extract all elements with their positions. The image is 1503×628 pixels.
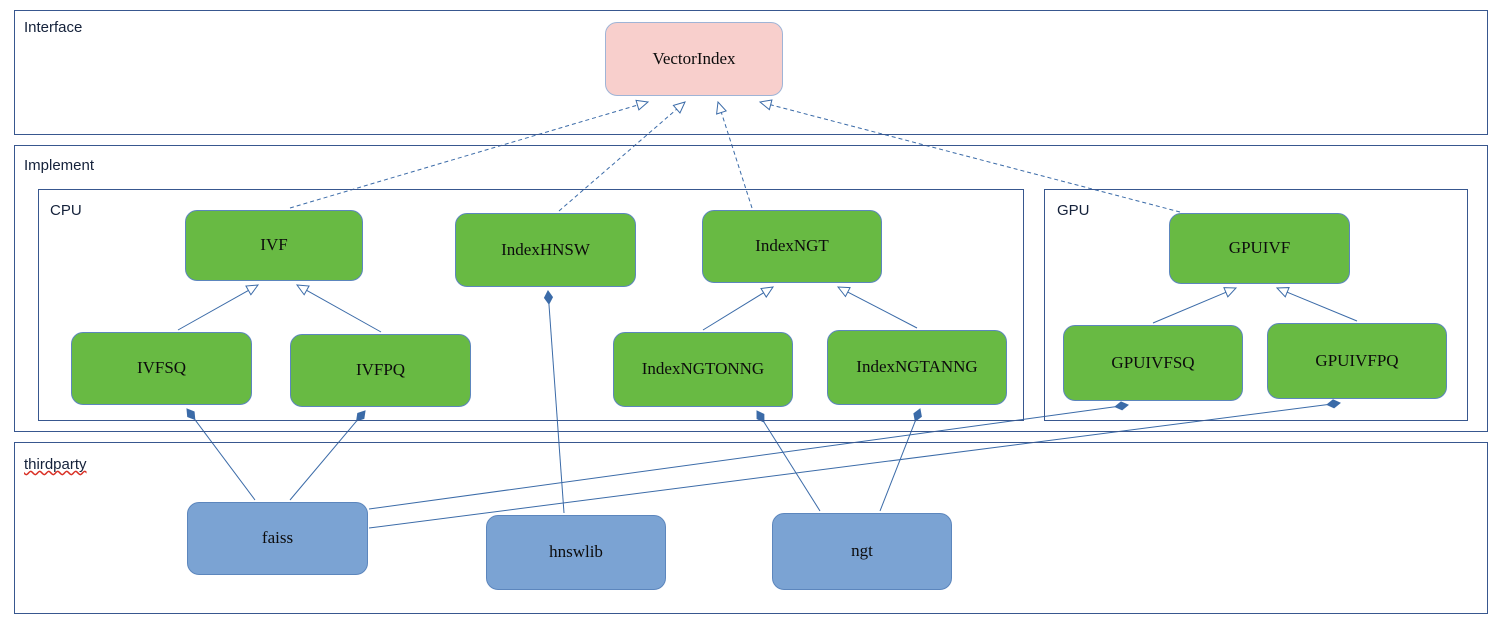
group-label-interface: Interface (24, 19, 83, 36)
node-label: hnswlib (549, 542, 603, 562)
node-ngt[interactable]: ngt (772, 513, 952, 590)
group-interface (14, 10, 1488, 135)
node-label: IndexNGTONNG (641, 359, 765, 379)
node-label: GPUIVFPQ (1315, 350, 1399, 370)
node-gpuivfsq[interactable]: GPUIVFSQ (1063, 325, 1243, 401)
node-label: VectorIndex (652, 48, 736, 68)
node-ivfpq[interactable]: IVFPQ (290, 334, 471, 407)
node-label: IVF (260, 235, 288, 255)
node-gpuivfpq[interactable]: GPUIVFPQ (1267, 323, 1447, 399)
node-label: GPUIVF (1228, 238, 1291, 258)
node-ivfsq[interactable]: IVFSQ (71, 332, 252, 405)
node-label: IndexNGT (755, 236, 829, 256)
node-indexhnsw[interactable]: IndexHNSW (455, 213, 636, 287)
node-label: IVFSQ (136, 358, 187, 378)
node-label: IndexNGTANNG (856, 357, 978, 377)
node-faiss[interactable]: faiss (187, 502, 368, 575)
group-cpu (38, 189, 1024, 421)
node-label: IVFPQ (355, 360, 406, 380)
group-implement (14, 145, 1488, 432)
node-label: faiss (261, 528, 294, 548)
node-hnswlib[interactable]: hnswlib (486, 515, 666, 590)
group-label-implement: Implement (24, 157, 95, 174)
node-label: GPUIVFSQ (1111, 352, 1195, 372)
node-label: ngt (851, 541, 873, 561)
node-vectorindex[interactable]: VectorIndex (605, 22, 783, 96)
group-label-gpu: GPU (1057, 202, 1090, 219)
group-label-cpu: CPU (50, 202, 82, 219)
node-indexngtonng[interactable]: IndexNGTONNG (613, 332, 793, 407)
node-indexngt[interactable]: IndexNGT (702, 210, 882, 283)
node-label: IndexHNSW (501, 239, 590, 259)
group-thirdparty (14, 442, 1488, 614)
node-ivf[interactable]: IVF (185, 210, 363, 281)
node-indexngtanng[interactable]: IndexNGTANNG (827, 330, 1007, 405)
group-gpu (1044, 189, 1468, 421)
node-gpuivf[interactable]: GPUIVF (1169, 213, 1350, 284)
group-label-thirdparty: thirdparty (24, 456, 87, 473)
